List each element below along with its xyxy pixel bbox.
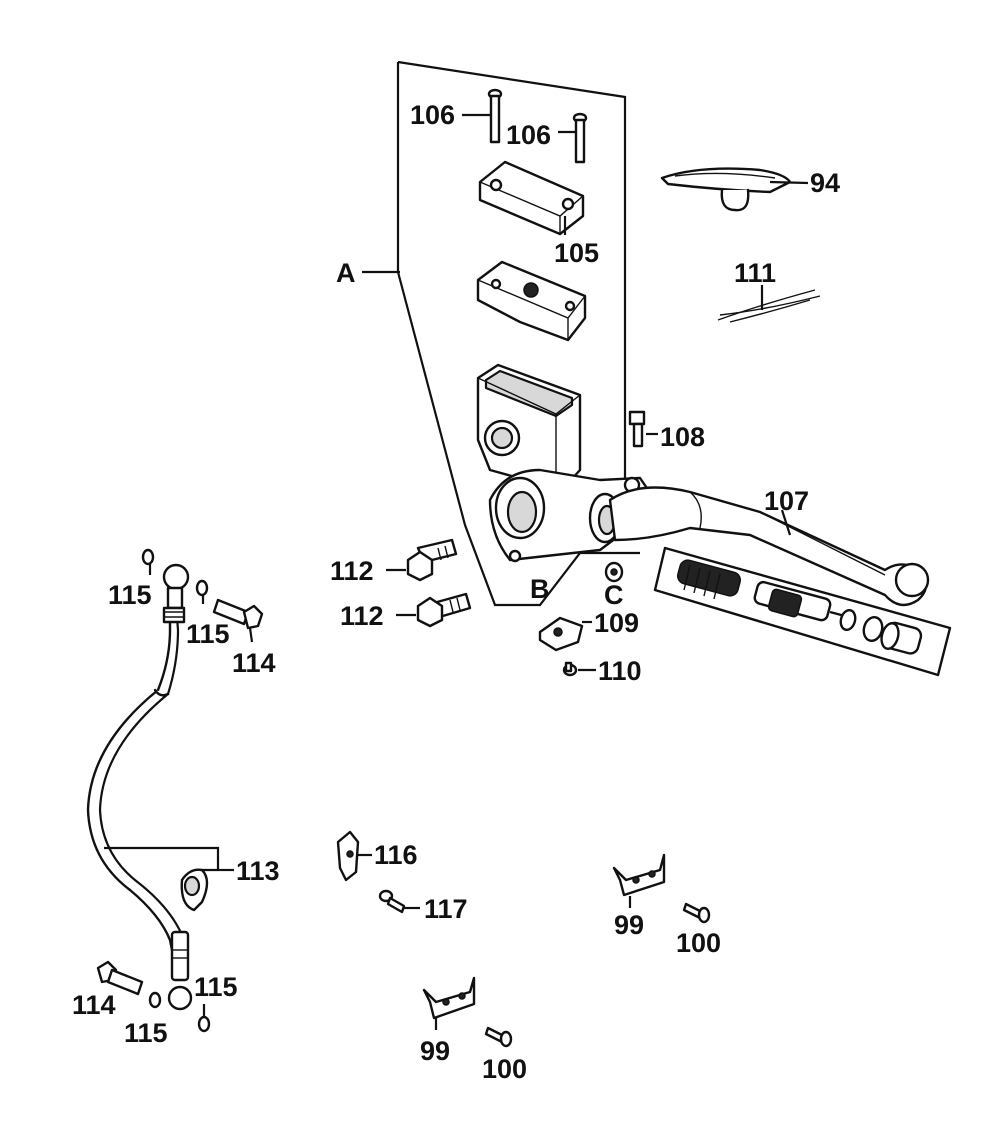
callout-112-upper: 112 xyxy=(330,556,374,586)
callout-109: 109 xyxy=(594,608,639,638)
hose-guide-116 xyxy=(336,830,372,882)
banjo-bolt-114-lower xyxy=(96,960,144,996)
callout-113: 113 xyxy=(236,856,280,886)
spring xyxy=(676,559,742,600)
callout-b: B xyxy=(530,574,550,604)
washer-115-d xyxy=(197,1004,211,1033)
callout-106-left: 106 xyxy=(410,100,455,130)
screw-117 xyxy=(378,889,420,914)
callout-115-d: 115 xyxy=(194,972,238,1002)
pivot-bolt-108 xyxy=(628,410,658,448)
grommet-c xyxy=(604,561,624,583)
piston-kit-panel xyxy=(653,546,952,677)
callout-117: 117 xyxy=(424,894,468,924)
clamp-99-left xyxy=(422,976,476,1030)
callout-99-left: 99 xyxy=(420,1036,450,1066)
callout-110: 110 xyxy=(598,656,642,686)
screw-110 xyxy=(562,661,596,677)
screw-106-right xyxy=(558,112,588,164)
reservoir-cap-105 xyxy=(478,160,585,236)
screw-100-left xyxy=(484,1026,513,1048)
brake-lever-107 xyxy=(608,486,930,607)
master-cylinder-body xyxy=(476,363,657,563)
banjo-bolt-114-upper xyxy=(212,598,264,643)
bolt-112-upper xyxy=(386,538,458,582)
callout-111: 111 xyxy=(734,258,776,288)
screw-100-right xyxy=(682,902,711,924)
callout-108: 108 xyxy=(660,422,705,452)
callout-106-right: 106 xyxy=(506,120,551,150)
washer-115-b xyxy=(195,579,209,604)
stop-switch-94 xyxy=(660,167,809,212)
clamp-99-right xyxy=(612,853,666,908)
callout-112-lower: 112 xyxy=(340,601,384,631)
callout-116: 116 xyxy=(374,840,418,870)
callout-107: 107 xyxy=(764,486,809,516)
wire-111 xyxy=(717,285,821,323)
piston xyxy=(753,580,846,622)
callout-105: 105 xyxy=(554,238,599,268)
callout-99-right: 99 xyxy=(614,910,644,940)
bolt-112-lower xyxy=(396,592,472,628)
callout-114-upper: 114 xyxy=(232,648,276,678)
callout-114-lower: 114 xyxy=(72,990,116,1020)
boot xyxy=(880,621,923,655)
brake-hose-113 xyxy=(86,563,234,1011)
callout-115-b: 115 xyxy=(186,619,230,649)
washer-115-a xyxy=(141,548,155,575)
callout-100-left: 100 xyxy=(482,1054,527,1084)
switch-bracket-109 xyxy=(538,616,592,652)
callout-115-c: 115 xyxy=(124,1018,168,1048)
callout-c: C xyxy=(604,580,624,610)
callout-a: A xyxy=(336,258,356,288)
screw-106-left xyxy=(462,88,503,144)
callout-100-right: 100 xyxy=(676,928,721,958)
callout-115-a: 115 xyxy=(108,580,152,610)
diaphragm xyxy=(476,260,587,342)
washer-115-c xyxy=(148,991,162,1009)
callout-94: 94 xyxy=(810,168,840,198)
